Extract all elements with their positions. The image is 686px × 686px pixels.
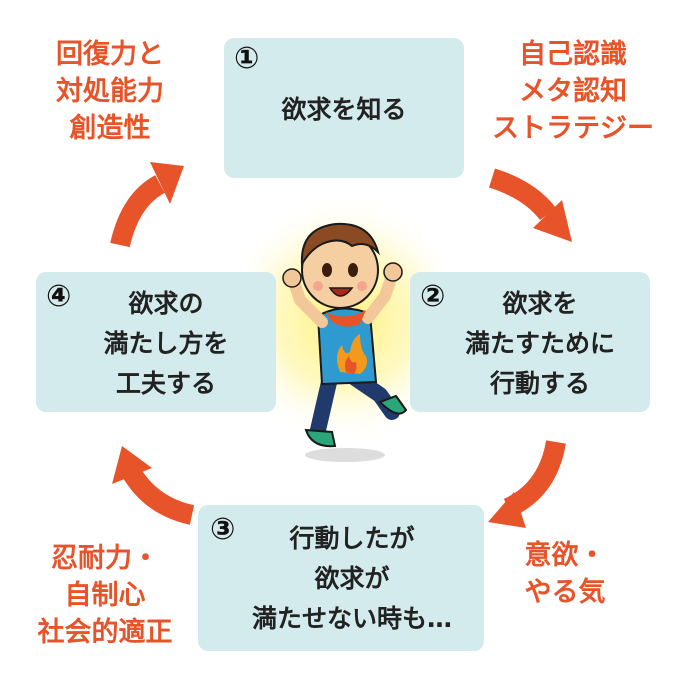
- note-top-right-line-3: ストラテジー: [492, 113, 654, 144]
- happy-boy-illustration: [282, 222, 408, 462]
- step-box-3: ③ 行動したが 欲求が 満たせない時も…: [198, 505, 484, 651]
- step-number-1: ①: [234, 41, 260, 76]
- note-bottom-left-line-1: 忍耐力・: [51, 543, 159, 574]
- note-top-left-line-2: 対処能力: [56, 76, 164, 107]
- step-2-line-2: 満たすために: [464, 329, 615, 358]
- arrow-head-icon: [150, 162, 184, 204]
- step-number-3: ③: [210, 512, 236, 547]
- note-top-left-line-1: 回復力と: [56, 39, 164, 70]
- note-bottom-right-line-1: 意欲・: [524, 540, 606, 571]
- note-bottom-left-line-3: 社会的適正: [37, 617, 173, 648]
- note-top-left: 回復力と 対処能力 創造性: [30, 36, 190, 147]
- note-top-right: 自己認識 メタ認知 ストラテジー: [478, 36, 668, 147]
- arrow-head-icon: [488, 492, 526, 528]
- step-box-2: ② 欲求を 満たすために 行動する: [410, 272, 650, 412]
- note-bottom-left: 忍耐力・ 自制心 社会的適正: [20, 540, 190, 651]
- step-number-4: ④: [46, 279, 72, 314]
- note-bottom-right: 意欲・ やる気: [500, 537, 630, 611]
- step-4-line-3: 工夫する: [115, 369, 216, 398]
- step-box-4: ④ 欲求の 満たし方を 工夫する: [36, 272, 276, 412]
- step-box-1: ① 欲求を知る: [224, 38, 464, 178]
- step-2-line-1: 欲求を: [502, 289, 578, 318]
- step-4-line-2: 満たし方を: [103, 329, 229, 358]
- note-top-left-line-3: 創造性: [69, 113, 151, 144]
- circular-arrow-icon: [110, 175, 166, 248]
- note-bottom-left-line-2: 自制心: [64, 580, 146, 611]
- arrow-heads: [112, 162, 572, 528]
- step-1-line-1: 欲求を知る: [281, 95, 407, 124]
- step-2-line-3: 行動する: [489, 369, 590, 398]
- note-top-right-line-2: メタ認知: [519, 76, 627, 107]
- step-4-line-1: 欲求の: [128, 289, 204, 318]
- step-3-line-3: 満たせない時も…: [251, 604, 452, 633]
- arrow-head-icon: [533, 200, 572, 242]
- note-bottom-right-line-2: やる気: [524, 577, 606, 608]
- step-3-line-1: 行動したが: [289, 524, 415, 553]
- arrow-head-icon: [112, 446, 152, 484]
- note-top-right-line-1: 自己認識: [519, 39, 627, 70]
- step-3-line-2: 欲求が: [314, 564, 390, 593]
- step-number-2: ②: [420, 279, 446, 314]
- circular-arrow-icon: [121, 464, 195, 525]
- circular-arrow-icon: [488, 168, 556, 221]
